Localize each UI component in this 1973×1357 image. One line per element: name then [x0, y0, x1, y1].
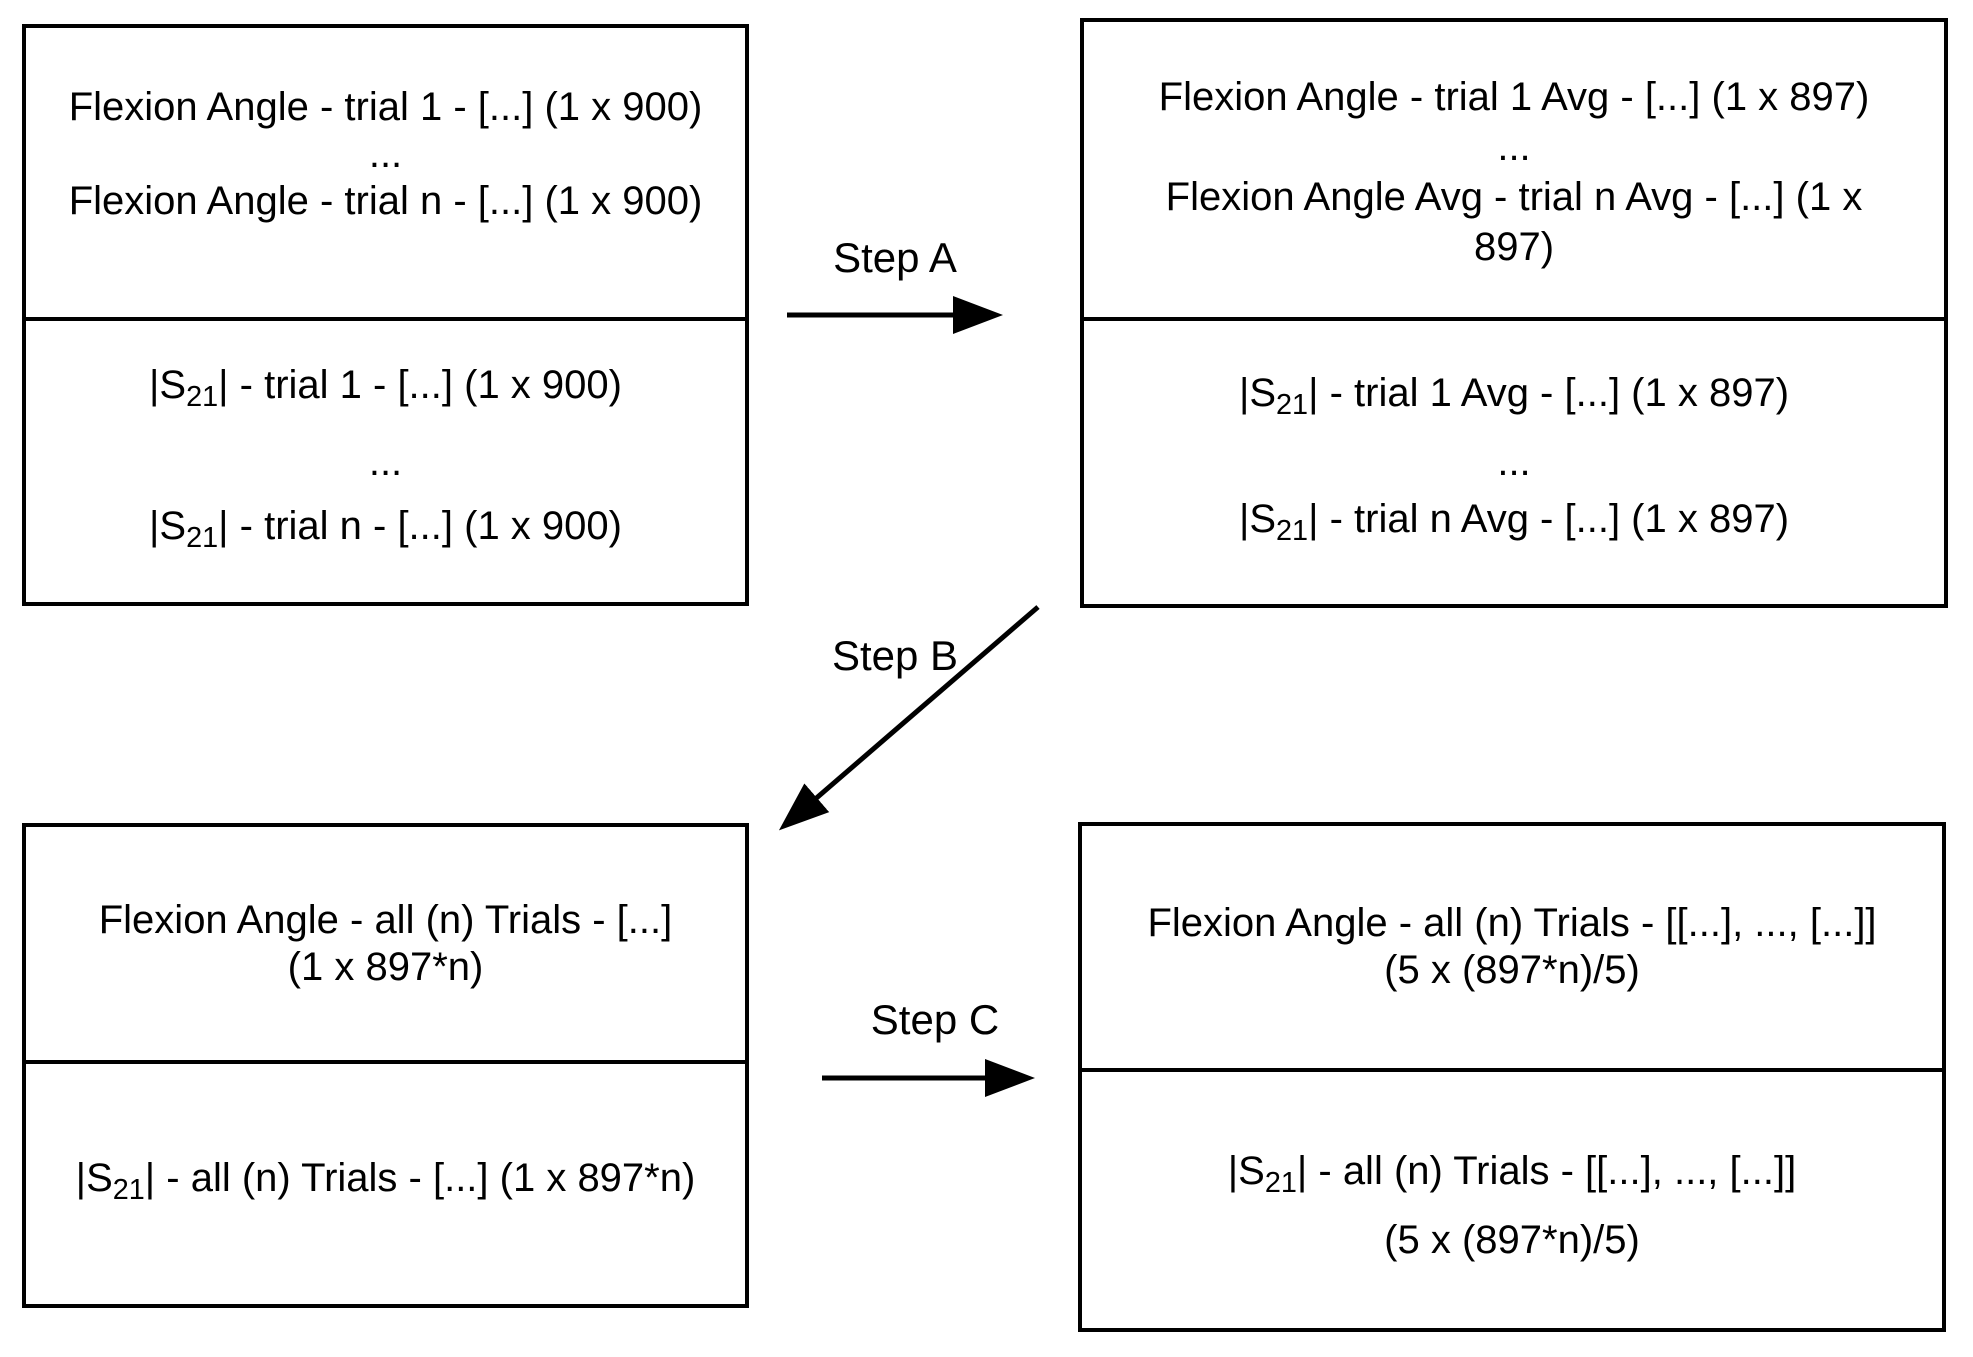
matrix-box-raw-trials: Flexion Angle - trial 1 - [...] (1 x 900… [22, 24, 749, 606]
s21-rest: | - all (n) Trials - [[...], ..., [...]] [1296, 1148, 1797, 1193]
step-b-label: Step B [831, 632, 959, 679]
s21-subscript: 21 [1276, 515, 1309, 548]
s21-prefix: |S [1238, 497, 1277, 541]
flexion-trial-n-avg-line: Flexion Angle Avg - trial n Avg - [...] … [1165, 175, 1863, 219]
s21-rest: | - trial 1 - [...] (1 x 900) [218, 363, 622, 408]
s21-prefix: |S [149, 363, 187, 408]
s21-all-trials-line: |S21| - all (n) Trials - [...] (1 x 897*… [76, 1153, 696, 1215]
flexion-angle-section: Flexion Angle - all (n) Trials - [...] (… [26, 827, 745, 1064]
flexion-all-trials-line: Flexion Angle - all (n) Trials - [...] [98, 897, 673, 942]
step-c-label: Step C [870, 996, 1000, 1043]
s21-prefix: |S [1238, 370, 1277, 415]
flexion-trial-1-line: Flexion Angle - trial 1 - [...] (1 x 900… [68, 85, 703, 129]
flexion-angle-section: Flexion Angle - all (n) Trials - [[...],… [1082, 826, 1942, 1072]
flexion-angle-section: Flexion Angle - trial 1 - [...] (1 x 900… [26, 28, 745, 321]
ellipsis: ... [368, 132, 403, 176]
s21-prefix: |S [149, 503, 187, 548]
s21-rest: | - trial n - [...] (1 x 900) [218, 503, 622, 548]
flexion-angle-section: Flexion Angle - trial 1 Avg - [...] (1 x… [1084, 22, 1944, 321]
s21-section: |S21| - all (n) Trials - [[...], ..., [.… [1082, 1072, 1942, 1328]
s21-all-trials-nested-dims: (5 x (897*n)/5) [1384, 1218, 1640, 1263]
flexion-all-trials-dims: (1 x 897*n) [287, 944, 484, 989]
s21-subscript: 21 [112, 1174, 145, 1207]
s21-subscript: 21 [186, 381, 219, 414]
s21-rest: | - trial 1 Avg - [...] (1 x 897) [1308, 370, 1790, 415]
s21-trial-n-line: |S21| - trial n - [...] (1 x 900) [149, 494, 622, 570]
s21-section: |S21| - trial 1 - [...] (1 x 900) ... |S… [26, 321, 745, 602]
matrix-box-averaged-trials: Flexion Angle - trial 1 Avg - [...] (1 x… [1080, 18, 1948, 608]
s21-trial-n-avg-line: |S21| - trial n Avg - [...] (1 x 897) [1239, 491, 1789, 560]
step-a-label: Step A [833, 234, 957, 281]
ellipsis: ... [1497, 440, 1531, 484]
flexion-all-trials-nested-dims: (5 x (897*n)/5) [1384, 948, 1640, 992]
s21-prefix: |S [75, 1155, 113, 1200]
s21-subscript: 21 [1264, 1167, 1297, 1200]
flexion-trial-n-line: Flexion Angle - trial n - [...] (1 x 900… [68, 179, 703, 223]
ellipsis: ... [1497, 125, 1531, 169]
s21-subscript: 21 [1276, 389, 1309, 421]
matrix-box-folded-trials: Flexion Angle - all (n) Trials - [[...],… [1078, 822, 1946, 1332]
s21-section: |S21| - all (n) Trials - [...] (1 x 897*… [26, 1064, 745, 1304]
s21-rest: | - all (n) Trials - [...] (1 x 897*n) [144, 1155, 696, 1200]
s21-rest: | - trial n Avg - [...] (1 x 897) [1308, 497, 1790, 541]
flexion-trial-n-avg-line-cont: 897) [1473, 225, 1555, 269]
flexion-all-trials-nested-line: Flexion Angle - all (n) Trials - [[...],… [1147, 901, 1877, 945]
s21-subscript: 21 [186, 521, 219, 554]
s21-trial-1-avg-line: |S21| - trial 1 Avg - [...] (1 x 897) [1239, 365, 1789, 434]
s21-all-trials-nested-line: |S21| - all (n) Trials - [[...], ..., [.… [1228, 1143, 1796, 1212]
flexion-trial-1-avg-line: Flexion Angle - trial 1 Avg - [...] (1 x… [1158, 75, 1870, 119]
ellipsis: ... [368, 439, 403, 484]
s21-prefix: |S [1227, 1148, 1265, 1193]
matrix-box-concatenated-trials: Flexion Angle - all (n) Trials - [...] (… [22, 823, 749, 1308]
s21-trial-1-line: |S21| - trial 1 - [...] (1 x 900) [149, 353, 622, 429]
s21-section: |S21| - trial 1 Avg - [...] (1 x 897) ..… [1084, 321, 1944, 604]
